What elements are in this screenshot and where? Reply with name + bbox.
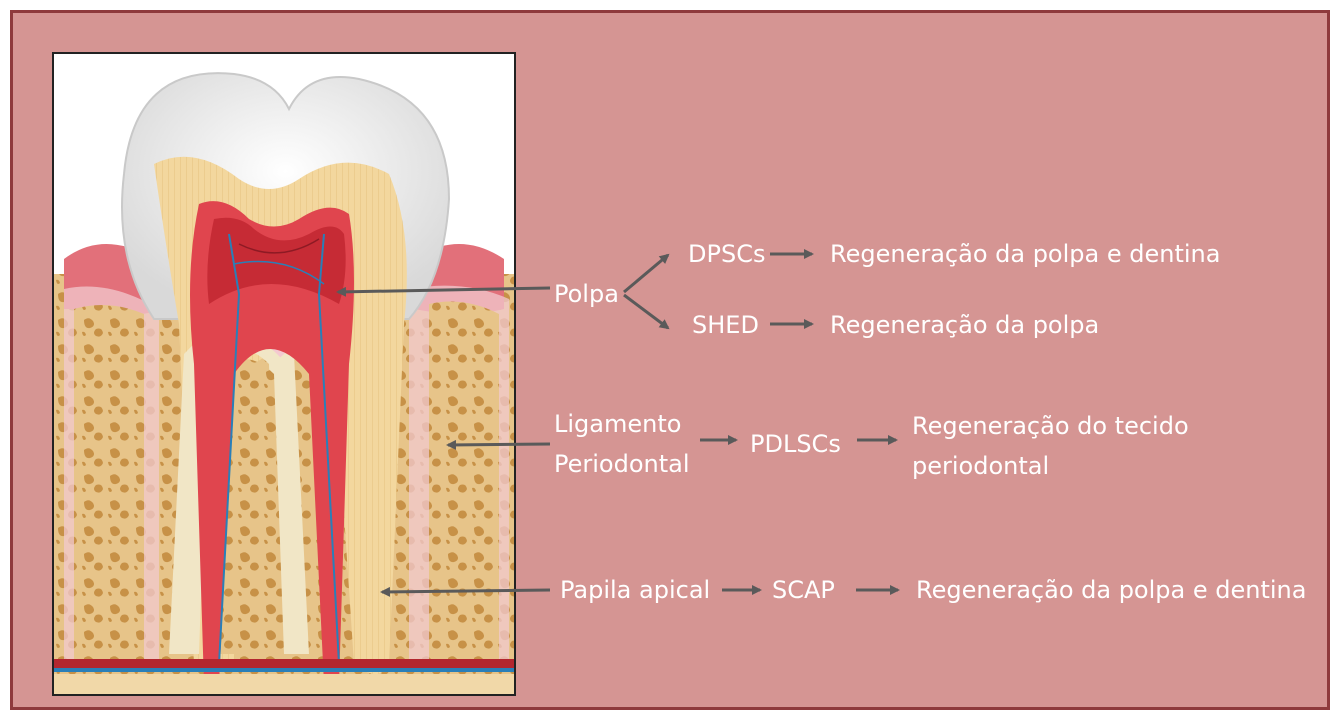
label-dpscs-result: Regeneração da polpa e dentina bbox=[830, 234, 1220, 274]
label-papila: Papila apical bbox=[560, 570, 710, 610]
label-polpa: Polpa bbox=[554, 274, 619, 314]
label-shed: SHED bbox=[692, 305, 759, 345]
label-dpscs: DPSCs bbox=[688, 234, 765, 274]
label-pdlscs-result-line2: periodontal bbox=[912, 446, 1049, 486]
arrow-to-pulp bbox=[338, 288, 550, 292]
label-pdlscs: PDLSCs bbox=[750, 424, 841, 464]
arrow-polpa-shed bbox=[624, 295, 668, 328]
label-ligamento-line1: Ligamento bbox=[554, 404, 681, 444]
label-ligamento-line2: Periodontal bbox=[554, 444, 690, 484]
label-pdlscs-result-line1: Regeneração do tecido bbox=[912, 406, 1189, 446]
label-scap-result: Regeneração da polpa e dentina bbox=[916, 570, 1306, 610]
label-scap: SCAP bbox=[772, 570, 835, 610]
arrow-polpa-dpscs bbox=[624, 255, 668, 292]
arrow-to-ligament bbox=[448, 444, 550, 445]
label-shed-result: Regeneração da polpa bbox=[830, 305, 1099, 345]
arrow-to-papila bbox=[382, 590, 550, 592]
